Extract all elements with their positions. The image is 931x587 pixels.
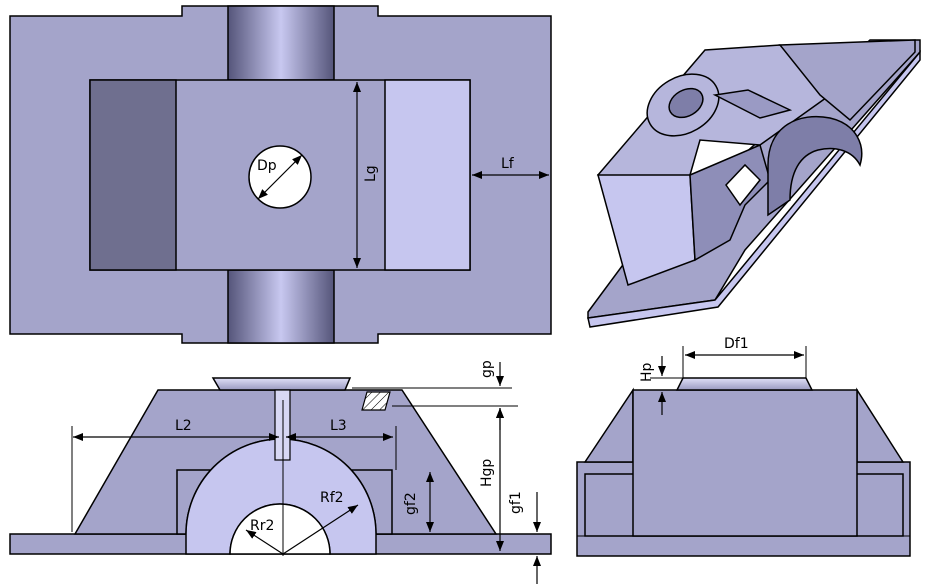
l3-label: L3 bbox=[330, 418, 347, 434]
side-left-wing bbox=[583, 387, 634, 463]
rf2-label: Rf2 bbox=[320, 490, 344, 506]
front-hatched-section bbox=[361, 391, 391, 411]
gf1-label: gf1 bbox=[508, 491, 524, 514]
side-right-wing bbox=[856, 387, 905, 463]
df1-label: Df1 bbox=[724, 336, 749, 352]
lg-label: Lg bbox=[363, 165, 379, 182]
lf-label: Lf bbox=[501, 156, 515, 172]
side-boss-top bbox=[675, 377, 814, 391]
front-section-view: L2 L3 gp Hgp gf2 gf1 Rr2 Rf2 bbox=[9, 360, 552, 584]
isometric-view bbox=[587, 39, 921, 328]
top-view-shaft-upper bbox=[227, 5, 335, 81]
side-block bbox=[632, 389, 858, 537]
iso-bearing-cutout bbox=[767, 115, 863, 217]
iso-rib bbox=[712, 89, 793, 119]
gp-label: gp bbox=[479, 360, 495, 378]
gf2-label: gf2 bbox=[403, 492, 419, 515]
iso-boss-inner bbox=[668, 87, 704, 119]
dp-label: Dp bbox=[257, 158, 277, 174]
top-view-shaft-lower bbox=[227, 269, 335, 344]
iso-base-plate-edge bbox=[587, 49, 921, 328]
top-view: Dp Lg Lf bbox=[9, 5, 552, 344]
hp-label: Hp bbox=[639, 362, 655, 382]
hgp-label: Hgp bbox=[479, 459, 495, 487]
side-view: Df1 Hp bbox=[576, 336, 911, 557]
l2-label: L2 bbox=[175, 418, 192, 434]
iso-slot-left bbox=[725, 163, 762, 207]
top-view-dark-face bbox=[89, 79, 177, 271]
rr2-radius-line bbox=[245, 529, 284, 555]
top-view-light-face bbox=[384, 79, 471, 271]
rr2-label: Rr2 bbox=[250, 518, 274, 534]
iso-right-wing bbox=[778, 39, 916, 122]
front-boss-top bbox=[211, 377, 352, 391]
rf2-radius-line bbox=[282, 504, 359, 555]
dp-dimension-line bbox=[257, 154, 303, 200]
